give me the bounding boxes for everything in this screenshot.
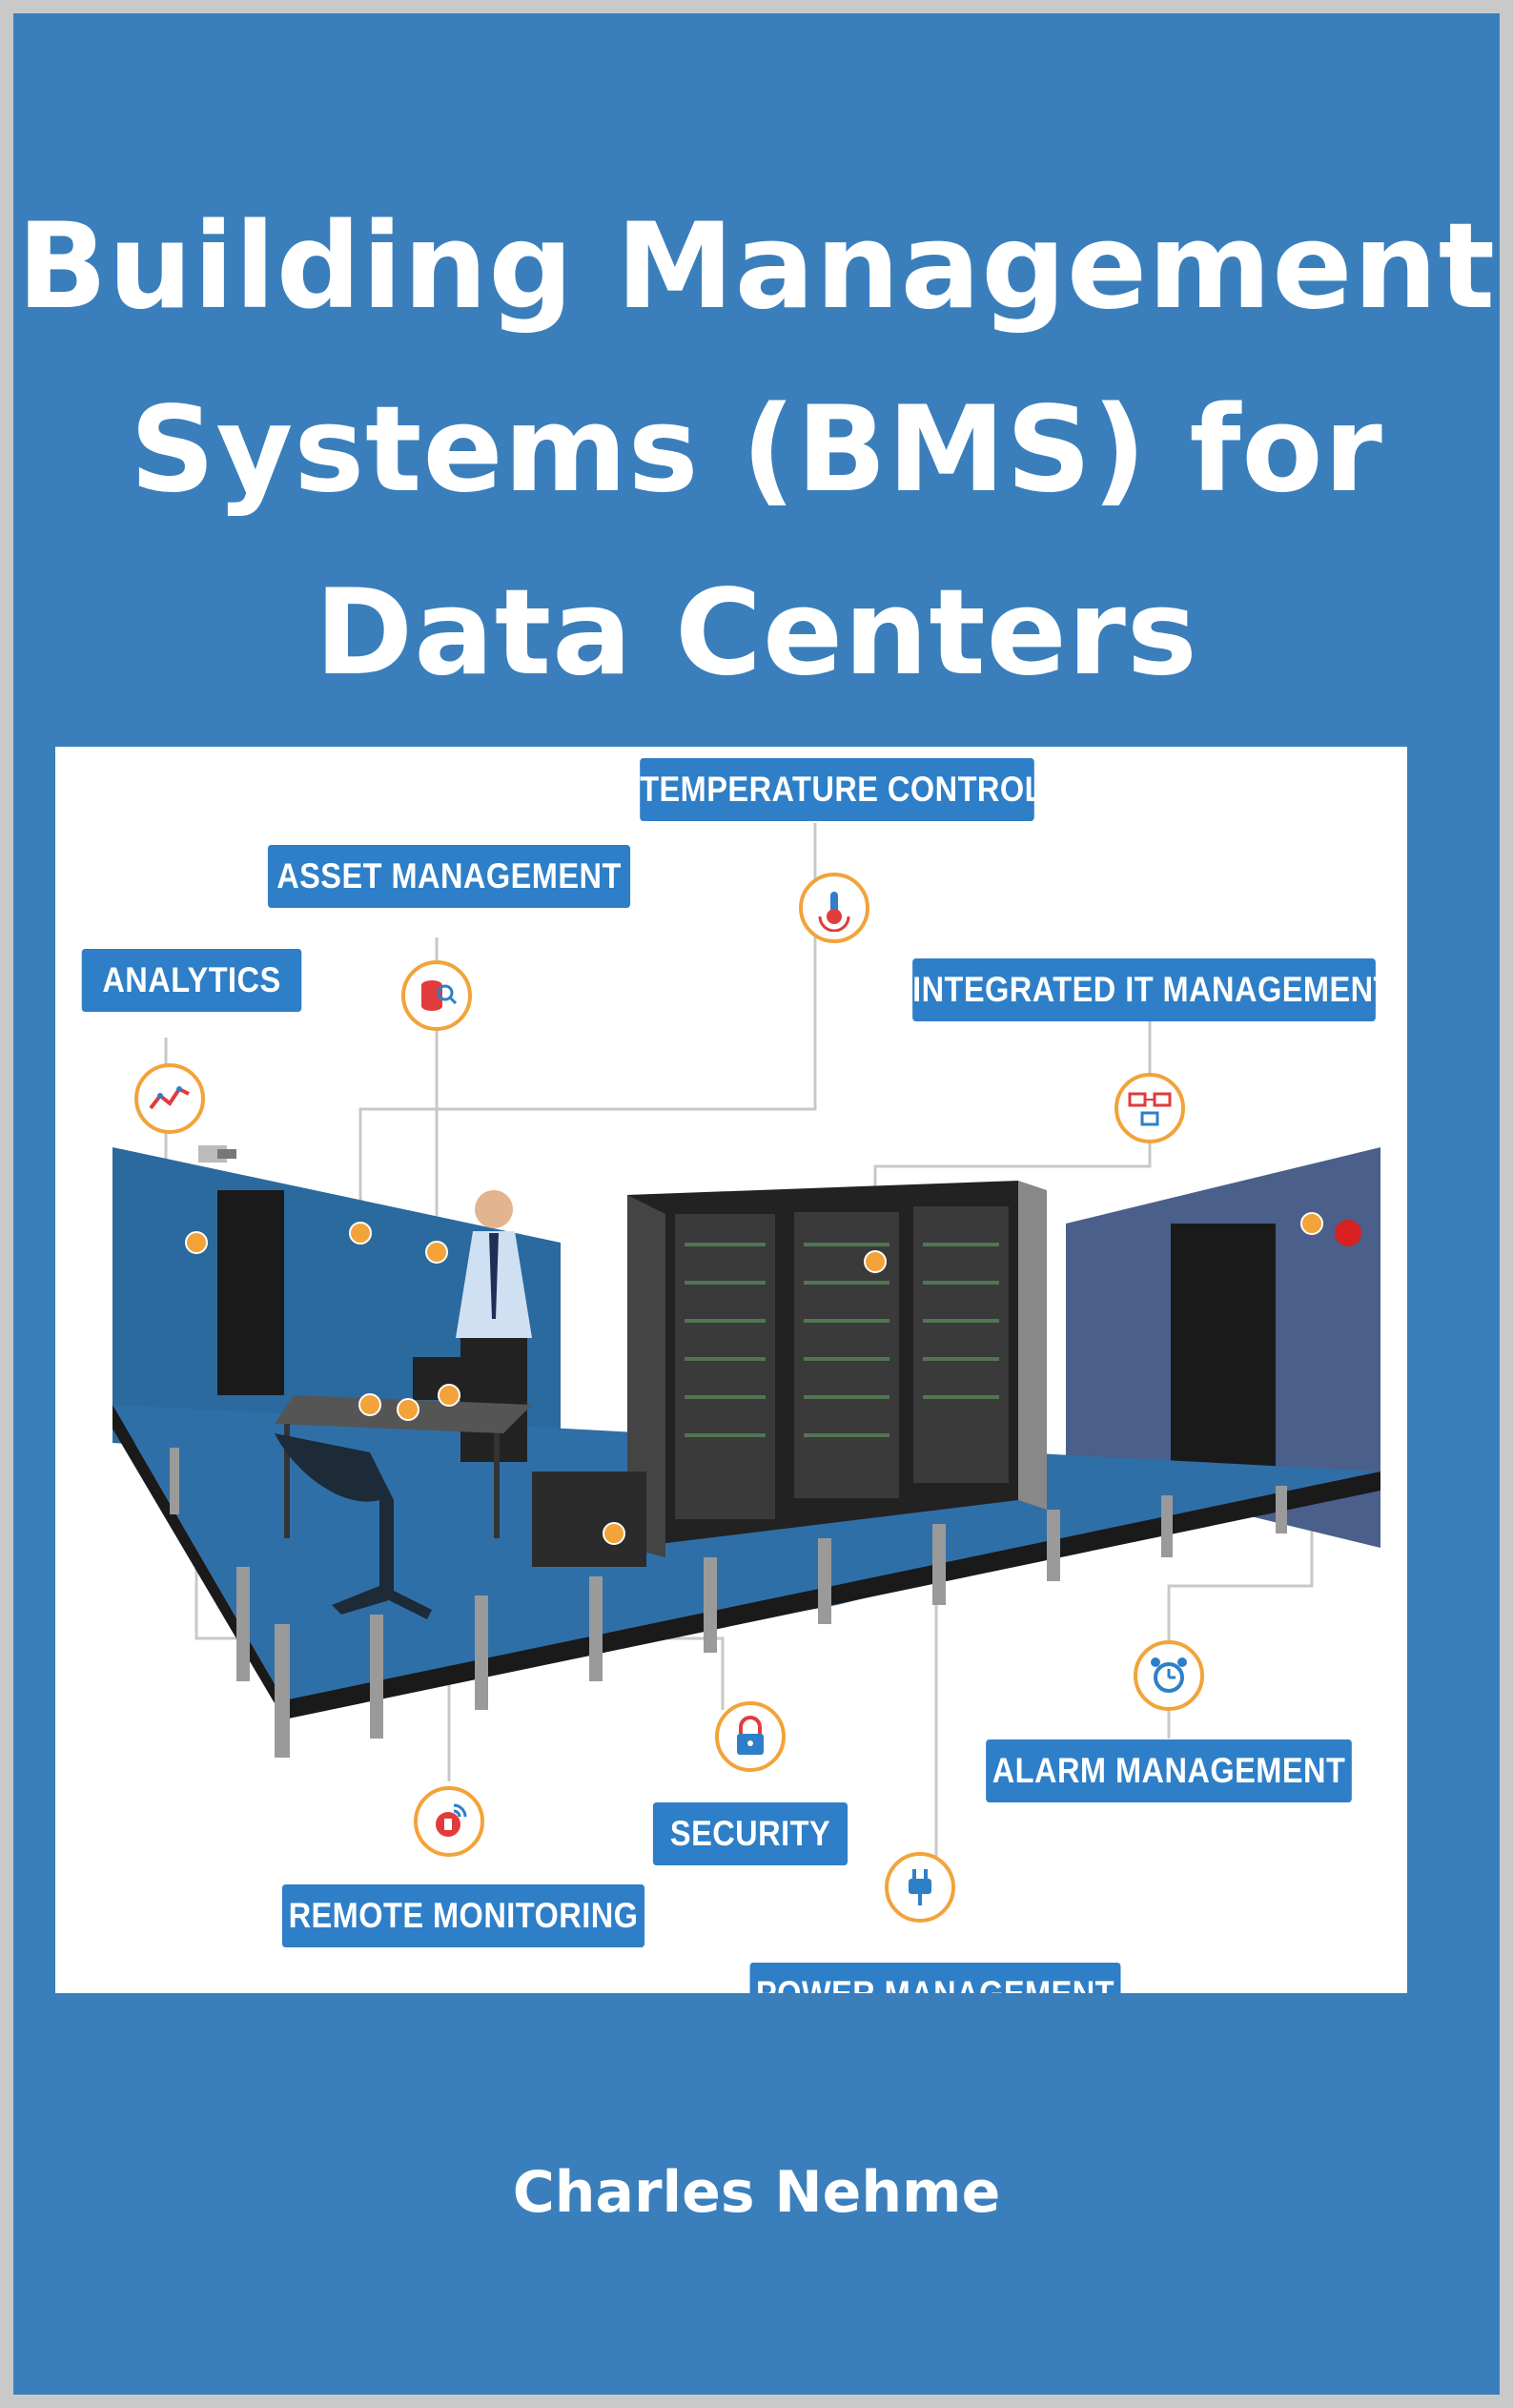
- label-analytics: ANALYTICS: [81, 949, 302, 1012]
- alarm-clock-icon: [1134, 1640, 1204, 1711]
- label-temperature-control: TEMPERATURE CONTROL: [640, 758, 1044, 821]
- power-plug-icon: [885, 1852, 955, 1923]
- server-racks: [532, 1181, 1047, 1567]
- title-line-1: Building Management: [16, 198, 1497, 336]
- network-computers-icon: [1114, 1073, 1185, 1143]
- label-remote-monitoring: REMOTE MONITORING: [281, 1884, 645, 1947]
- thermometer-icon: [799, 873, 869, 943]
- bms-illustration: TEMPERATURE CONTROL ASSET MANAGEMENT ANA…: [55, 747, 1407, 1993]
- left-door: [217, 1190, 284, 1395]
- label-power-management: POWER MANAGEMENT: [749, 1963, 1121, 1993]
- title-line-3: Data Centers: [315, 565, 1198, 702]
- data-center-scene: [112, 823, 1380, 1872]
- book-title: Building Management Systems (BMS) for Da…: [13, 175, 1500, 725]
- right-door: [1171, 1224, 1276, 1467]
- security-camera: [198, 1145, 236, 1163]
- label-security: SECURITY: [652, 1802, 849, 1865]
- label-alarm-management: ALARM MANAGEMENT: [986, 1739, 1352, 1802]
- remote-signal-icon: [414, 1786, 484, 1857]
- line-trend-icon: [134, 1063, 205, 1134]
- label-asset-management: ASSET MANAGEMENT: [267, 845, 631, 908]
- author-name: Charles Nehme: [512, 2159, 1001, 2226]
- fire-alarm: [1335, 1220, 1361, 1246]
- title-line-2: Systems (BMS) for: [130, 381, 1383, 519]
- padlock-icon: [715, 1701, 786, 1772]
- label-integrated-it-management: INTEGRATED IT MANAGEMENT: [912, 958, 1392, 1021]
- raised-floor: [112, 1405, 1380, 1700]
- floor-pillars: [170, 1448, 1287, 1758]
- sensor-dots: [185, 1212, 1323, 1545]
- ups-units: [532, 1472, 646, 1567]
- database-search-icon: [401, 960, 472, 1031]
- book-cover: Building Management Systems (BMS) for Da…: [13, 13, 1500, 2395]
